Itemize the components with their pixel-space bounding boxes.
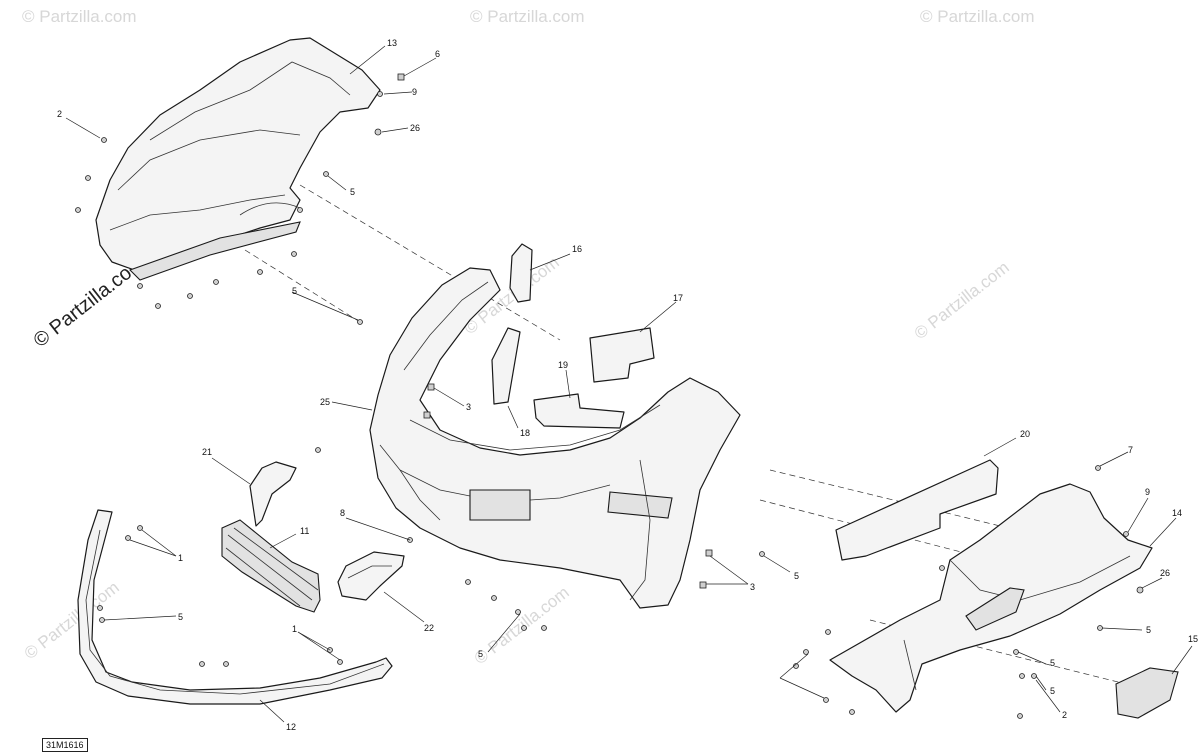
part-12-bumper-bar xyxy=(77,509,393,705)
part-14-lower-panel xyxy=(829,483,1153,713)
callout-3: 3 xyxy=(750,582,755,592)
callout-1: 1 xyxy=(292,624,297,634)
callout-18: 18 xyxy=(520,428,530,438)
callout-2: 2 xyxy=(1062,710,1067,720)
part-21-bracket xyxy=(249,461,297,527)
callout-11: 11 xyxy=(300,526,309,536)
callout-8: 8 xyxy=(340,508,345,518)
callout-5: 5 xyxy=(1146,625,1151,635)
watermark: © Partzilla.com xyxy=(21,578,123,664)
watermark: © Partzilla.com xyxy=(911,258,1013,344)
callout-5: 5 xyxy=(1050,658,1055,668)
part-18-foam xyxy=(491,327,521,405)
watermark: © Partzilla.com xyxy=(471,583,573,669)
part-22-vent xyxy=(337,551,405,601)
part-25-front-fascia xyxy=(369,267,741,609)
watermark: © Partzilla.com xyxy=(470,7,585,26)
part-13-upper-cover xyxy=(95,37,381,281)
watermark-group: © Partzilla.com © Partzilla.com © Partzi… xyxy=(21,7,1035,668)
callout-15: 15 xyxy=(1188,634,1198,644)
callout-3: 3 xyxy=(466,402,471,412)
callout-5: 5 xyxy=(292,286,297,296)
watermark: © Partzilla.com xyxy=(920,7,1035,26)
part-15-light xyxy=(1115,667,1179,719)
callout-5: 5 xyxy=(350,187,355,197)
diagram-id-label: 31M1616 xyxy=(42,738,88,752)
callout-labels: 13 6 9 26 2 5 5 16 17 19 18 25 3 21 11 8… xyxy=(57,38,1198,732)
part-11-grille xyxy=(221,519,321,613)
callout-5: 5 xyxy=(178,612,183,622)
callout-20: 20 xyxy=(1020,429,1030,439)
callout-26: 26 xyxy=(410,123,420,133)
leader-lines xyxy=(65,45,1193,723)
callout-22: 22 xyxy=(424,623,434,633)
callout-16: 16 xyxy=(572,244,582,254)
callout-21: 21 xyxy=(202,447,212,457)
part-20-pad xyxy=(835,459,999,561)
callout-25: 25 xyxy=(320,397,330,407)
fasteners xyxy=(75,73,1144,719)
callout-5: 5 xyxy=(794,571,799,581)
part-17-pad xyxy=(589,327,655,383)
callout-17: 17 xyxy=(673,293,683,303)
callout-6: 6 xyxy=(435,49,440,59)
callout-5: 5 xyxy=(478,649,483,659)
callout-9: 9 xyxy=(412,87,417,97)
callout-5: 5 xyxy=(1050,686,1055,696)
watermark: © Partzilla.com xyxy=(22,7,137,26)
callout-2: 2 xyxy=(57,109,62,119)
callout-14: 14 xyxy=(1172,508,1182,518)
part-16-foam xyxy=(509,243,533,303)
callout-1: 1 xyxy=(178,553,183,563)
part-19-pad xyxy=(533,393,625,429)
assembly-lines xyxy=(244,184,1151,691)
callout-12: 12 xyxy=(286,722,296,732)
callout-7: 7 xyxy=(1128,445,1133,455)
callout-13: 13 xyxy=(387,38,397,48)
callout-19: 19 xyxy=(558,360,568,370)
callout-26: 26 xyxy=(1160,568,1170,578)
callout-9: 9 xyxy=(1145,487,1150,497)
